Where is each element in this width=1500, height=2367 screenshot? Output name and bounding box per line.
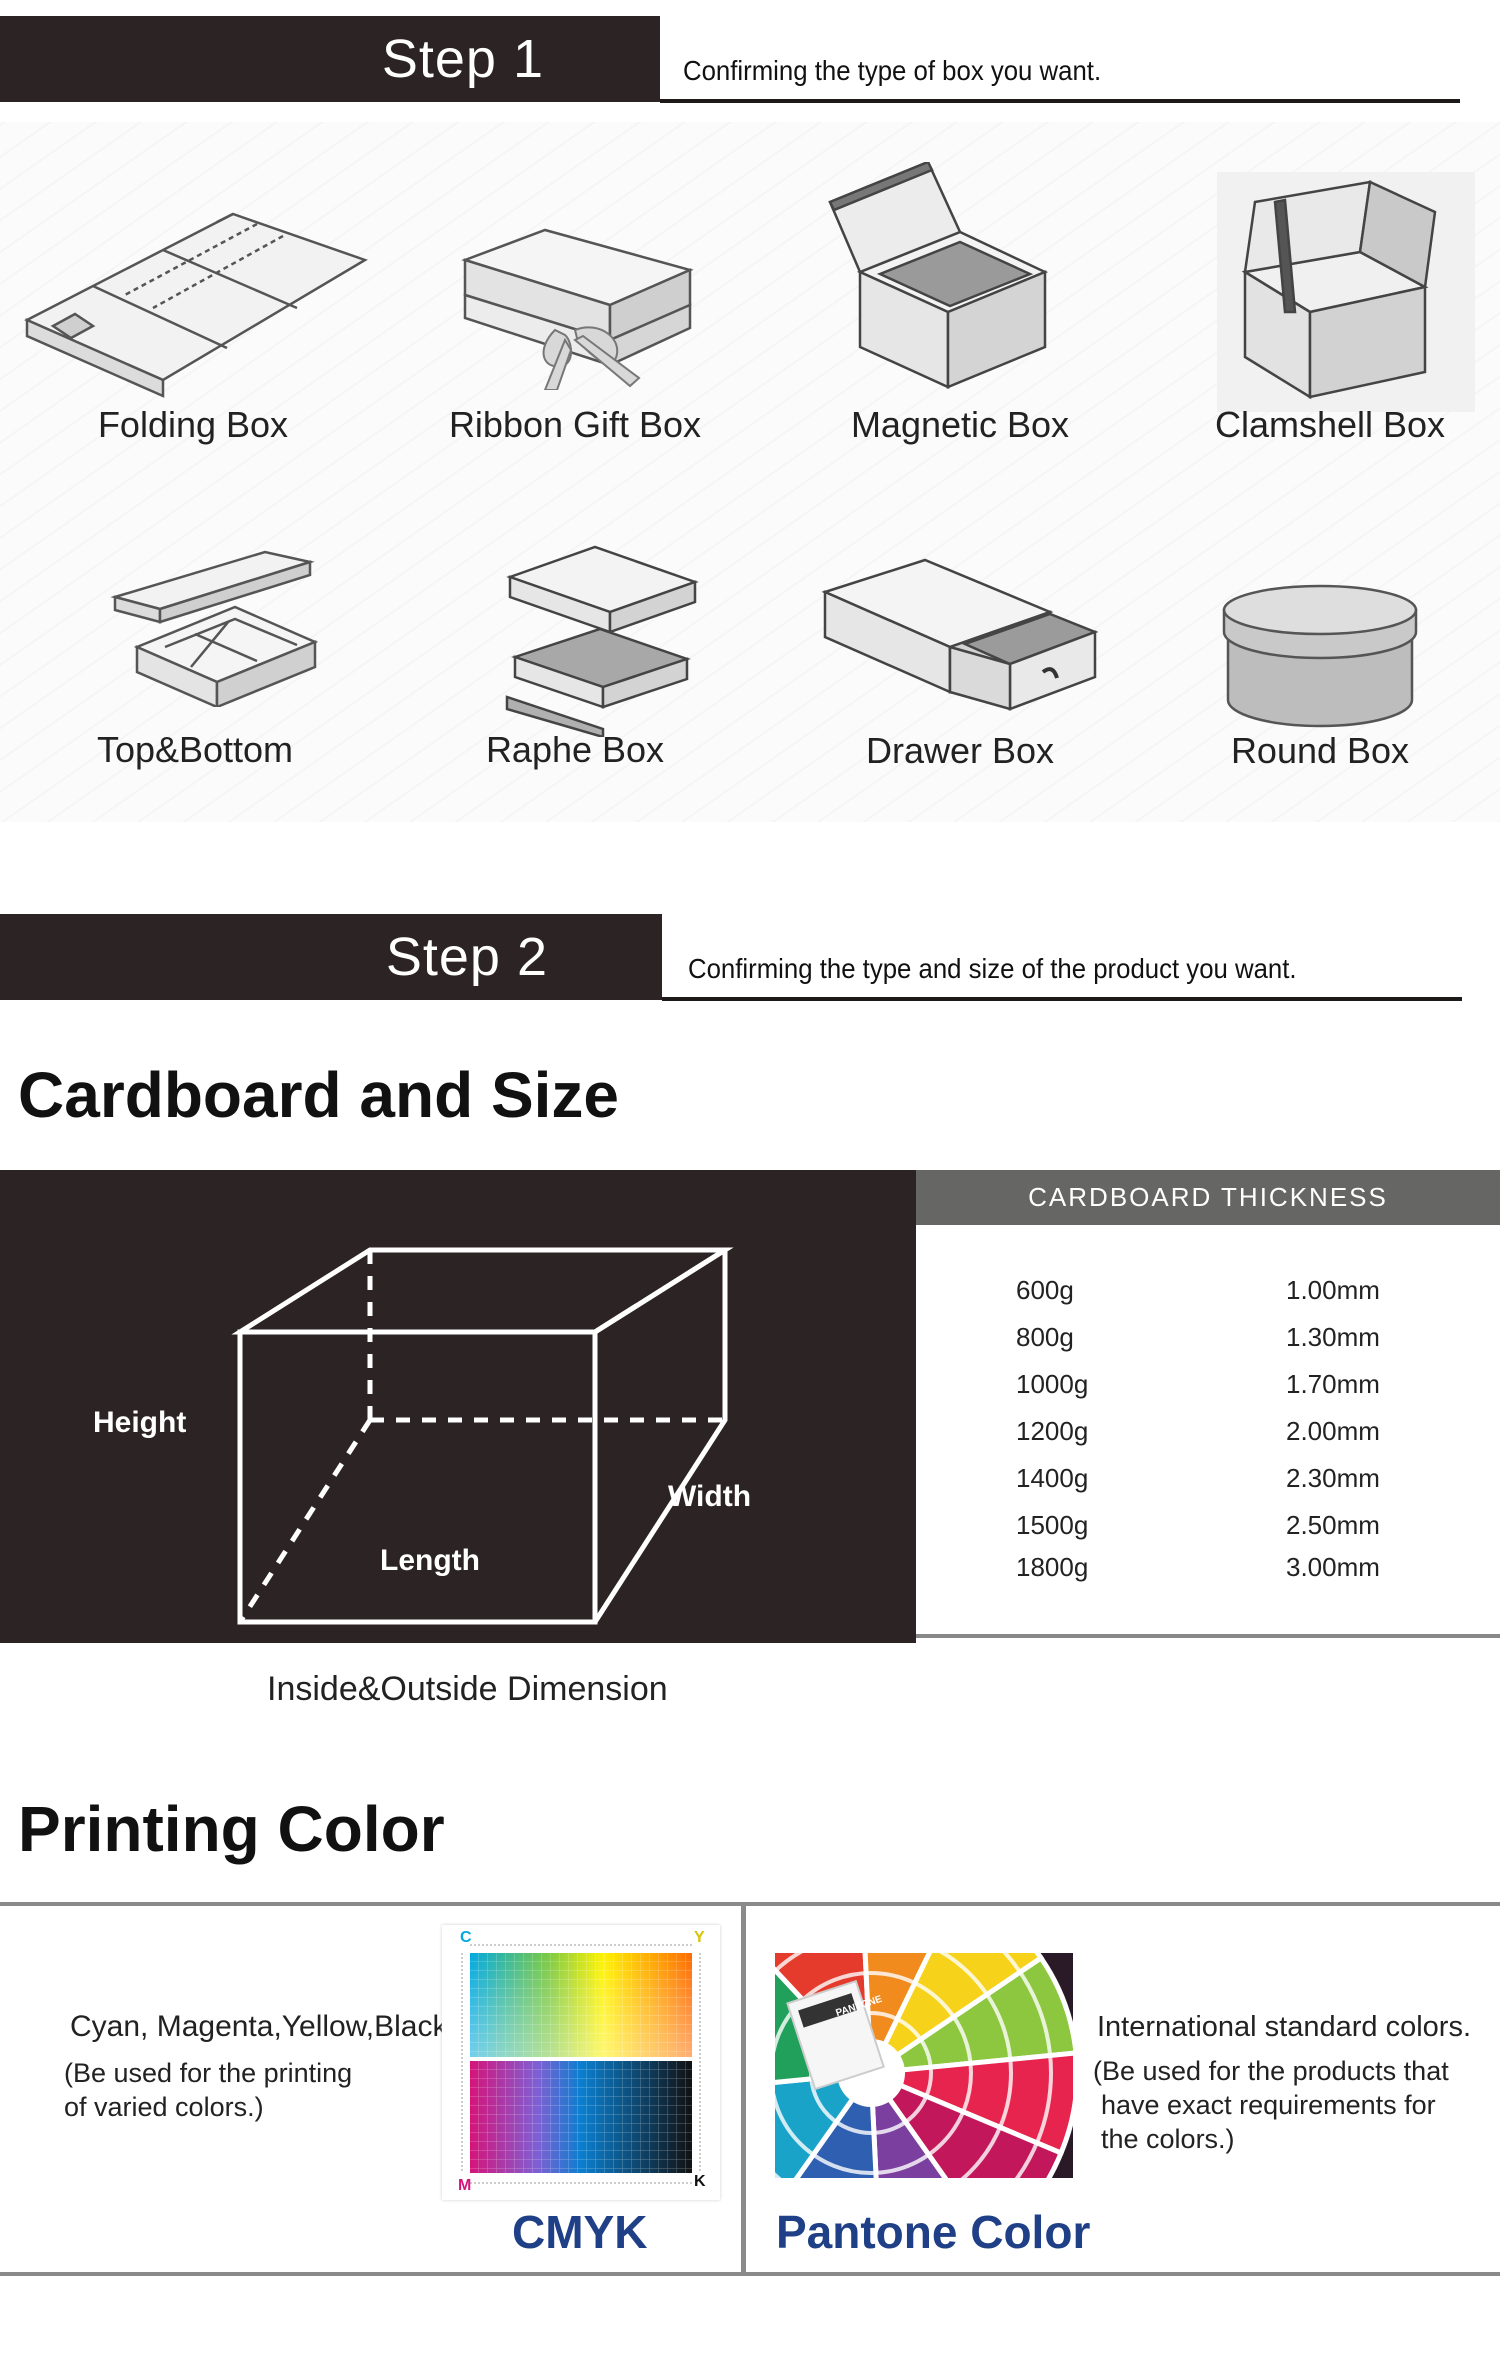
- weight-cell: 1400g: [1016, 1463, 1089, 1493]
- pantone-description: International standard colors. (Be used …: [1093, 2010, 1471, 2156]
- box-label: Round Box: [1230, 730, 1410, 771]
- step1-description: Confirming the type of box you want.: [683, 55, 1102, 86]
- cardboard-section-title: Cardboard and Size: [18, 1059, 619, 1131]
- box-label: Top&Bottom: [96, 729, 294, 770]
- weight-cell: 800g: [1016, 1322, 1074, 1352]
- box-label: Clamshell Box: [1214, 404, 1446, 445]
- box-label: Ribbon Gift Box: [448, 404, 702, 445]
- step1-title: Step 1: [381, 29, 544, 89]
- round-box-icon: [1222, 584, 1418, 728]
- cmyk-chart: C Y M K: [442, 1925, 720, 2200]
- box-option-clamshell[interactable]: Clamshell Box: [1145, 172, 1500, 462]
- box-option-top-bottom[interactable]: Top&Bottom: [10, 507, 380, 770]
- pantone-line4: the colors.): [1101, 2124, 1235, 2154]
- thickness-table: 600g 1.00mm 800g 1.30mm 1000g 1.70mm 120…: [916, 1225, 1500, 1635]
- cmyk-corner-m: M: [458, 2177, 472, 2194]
- printing-bottom-rule: [0, 2272, 1500, 2276]
- pantone-line1: International standard colors.: [1097, 2011, 1471, 2043]
- box-label: Folding Box: [97, 404, 289, 445]
- printing-divider: [741, 1904, 746, 2274]
- box-option-folding[interactable]: Folding Box: [8, 200, 378, 460]
- raphe-box-icon: [505, 545, 699, 737]
- cmyk-color-grid-icon: [461, 1944, 701, 2184]
- thickness-cell: 1.70mm: [1286, 1369, 1380, 1399]
- pantone-color-fan-icon: [775, 1953, 1073, 2178]
- cmyk-corner-c: C: [460, 1929, 472, 1946]
- pantone-name: Pantone Color: [776, 2206, 1091, 2258]
- ribbon-gift-box-icon: [461, 228, 694, 390]
- weight-cell: 1000g: [1016, 1369, 1089, 1399]
- cmyk-line2: (Be used for the printing: [64, 2058, 353, 2088]
- pantone-fan: PANTONE: [775, 1953, 1073, 2178]
- cmyk-line1: Cyan, Magenta,Yellow,Black: [70, 2010, 448, 2043]
- box-label: Raphe Box: [485, 729, 665, 770]
- cmyk-line3: of varied colors.): [64, 2092, 264, 2122]
- step1-underline: [660, 99, 1460, 103]
- weight-cell: 1800g: [1016, 1552, 1089, 1582]
- cmyk-corner-k: K: [694, 2173, 706, 2190]
- step2-title: Step 2: [385, 927, 548, 987]
- pantone-line3: have exact requirements for: [1101, 2090, 1436, 2120]
- box-type-grid: Folding Box Ribbon Gift Box: [0, 122, 1500, 822]
- box-option-raphe[interactable]: Raphe Box: [390, 537, 760, 770]
- length-label: Length: [380, 1544, 480, 1577]
- thickness-cell: 2.30mm: [1286, 1463, 1380, 1493]
- thickness-cell: 2.50mm: [1286, 1510, 1380, 1540]
- thickness-cell: 1.30mm: [1286, 1322, 1380, 1352]
- printing-top-rule: [0, 1902, 1500, 1906]
- dimension-caption: Inside&Outside Dimension: [267, 1670, 668, 1708]
- weight-cell: 600g: [1016, 1275, 1074, 1305]
- box-option-ribbon-gift[interactable]: Ribbon Gift Box: [390, 190, 760, 460]
- thickness-table-header: CARDBOARD THICKNESS: [916, 1170, 1500, 1225]
- magnetic-box-icon: [828, 162, 1049, 389]
- printing-section-title: Printing Color: [18, 1793, 445, 1865]
- pantone-line2: (Be used for the products that: [1093, 2056, 1449, 2086]
- step1-banner: Step 1: [0, 16, 660, 102]
- box-label: Magnetic Box: [850, 404, 1070, 445]
- top-bottom-box-icon: [110, 550, 319, 707]
- weight-cell: 1200g: [1016, 1416, 1089, 1446]
- width-label: Width: [668, 1480, 752, 1513]
- drawer-box-icon: [821, 558, 1099, 711]
- thickness-cell: 2.00mm: [1286, 1416, 1380, 1446]
- step2-underline: [662, 997, 1462, 1001]
- thickness-cell: 3.00mm: [1286, 1552, 1380, 1582]
- dimension-diagram-panel: Height Width Length: [0, 1170, 916, 1643]
- box-label: Drawer Box: [865, 730, 1055, 771]
- box-option-magnetic[interactable]: Magnetic Box: [775, 162, 1145, 462]
- box-option-round[interactable]: Round Box: [1135, 582, 1500, 771]
- step2-banner: Step 2: [0, 914, 662, 1000]
- weight-cell: 1500g: [1016, 1510, 1089, 1540]
- folding-box-icon: [24, 212, 368, 398]
- cmyk-corner-y: Y: [694, 1929, 705, 1946]
- box-option-drawer[interactable]: Drawer Box: [775, 552, 1145, 771]
- box-dimension-diagram: [231, 1247, 734, 1625]
- clamshell-box-icon: [1217, 172, 1475, 412]
- table-bottom-rule: [916, 1634, 1500, 1638]
- step2-description: Confirming the type and size of the prod…: [688, 953, 1297, 984]
- height-label: Height: [93, 1406, 187, 1439]
- cmyk-name: CMYK: [512, 2206, 648, 2258]
- thickness-cell: 1.00mm: [1286, 1275, 1380, 1305]
- cmyk-description: Cyan, Magenta,Yellow,Black (Be used for …: [64, 2010, 448, 2124]
